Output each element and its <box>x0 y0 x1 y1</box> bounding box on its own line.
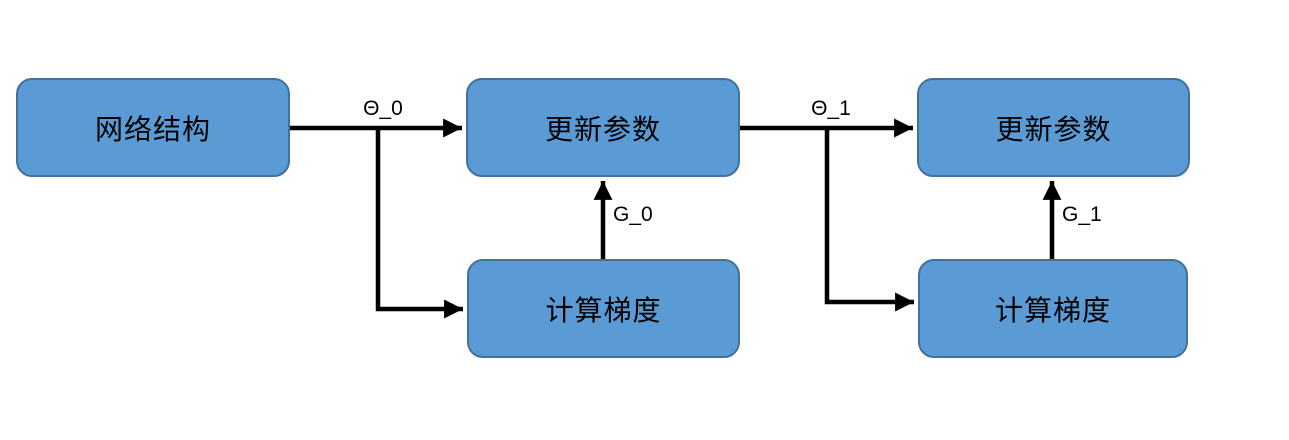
edge-label-g1: G_1 <box>1062 203 1102 226</box>
node-update-params-step1-label: 更新参数 <box>995 114 1112 146</box>
node-network-structure-label: 网络结构 <box>94 114 211 146</box>
node-update-params-step1: 更新参数 <box>917 78 1190 177</box>
edge-label-g0: G_0 <box>613 203 653 226</box>
edge-theta0-branch-to-gradient0 <box>375 128 463 319</box>
node-compute-gradient-step1-label: 计算梯度 <box>994 295 1111 327</box>
node-compute-gradient-step1: 计算梯度 <box>918 259 1188 358</box>
edge-label-theta0: Θ_0 <box>363 97 403 120</box>
node-update-params-step0: 更新参数 <box>466 78 740 177</box>
node-network-structure: 网络结构 <box>16 78 290 177</box>
node-update-params-step0-label: 更新参数 <box>544 114 661 146</box>
node-compute-gradient-step0-label: 计算梯度 <box>545 295 662 327</box>
edge-theta1-branch-to-gradient1 <box>824 128 914 312</box>
edge-label-theta1: Θ_1 <box>811 97 851 120</box>
node-compute-gradient-step0: 计算梯度 <box>467 259 740 358</box>
